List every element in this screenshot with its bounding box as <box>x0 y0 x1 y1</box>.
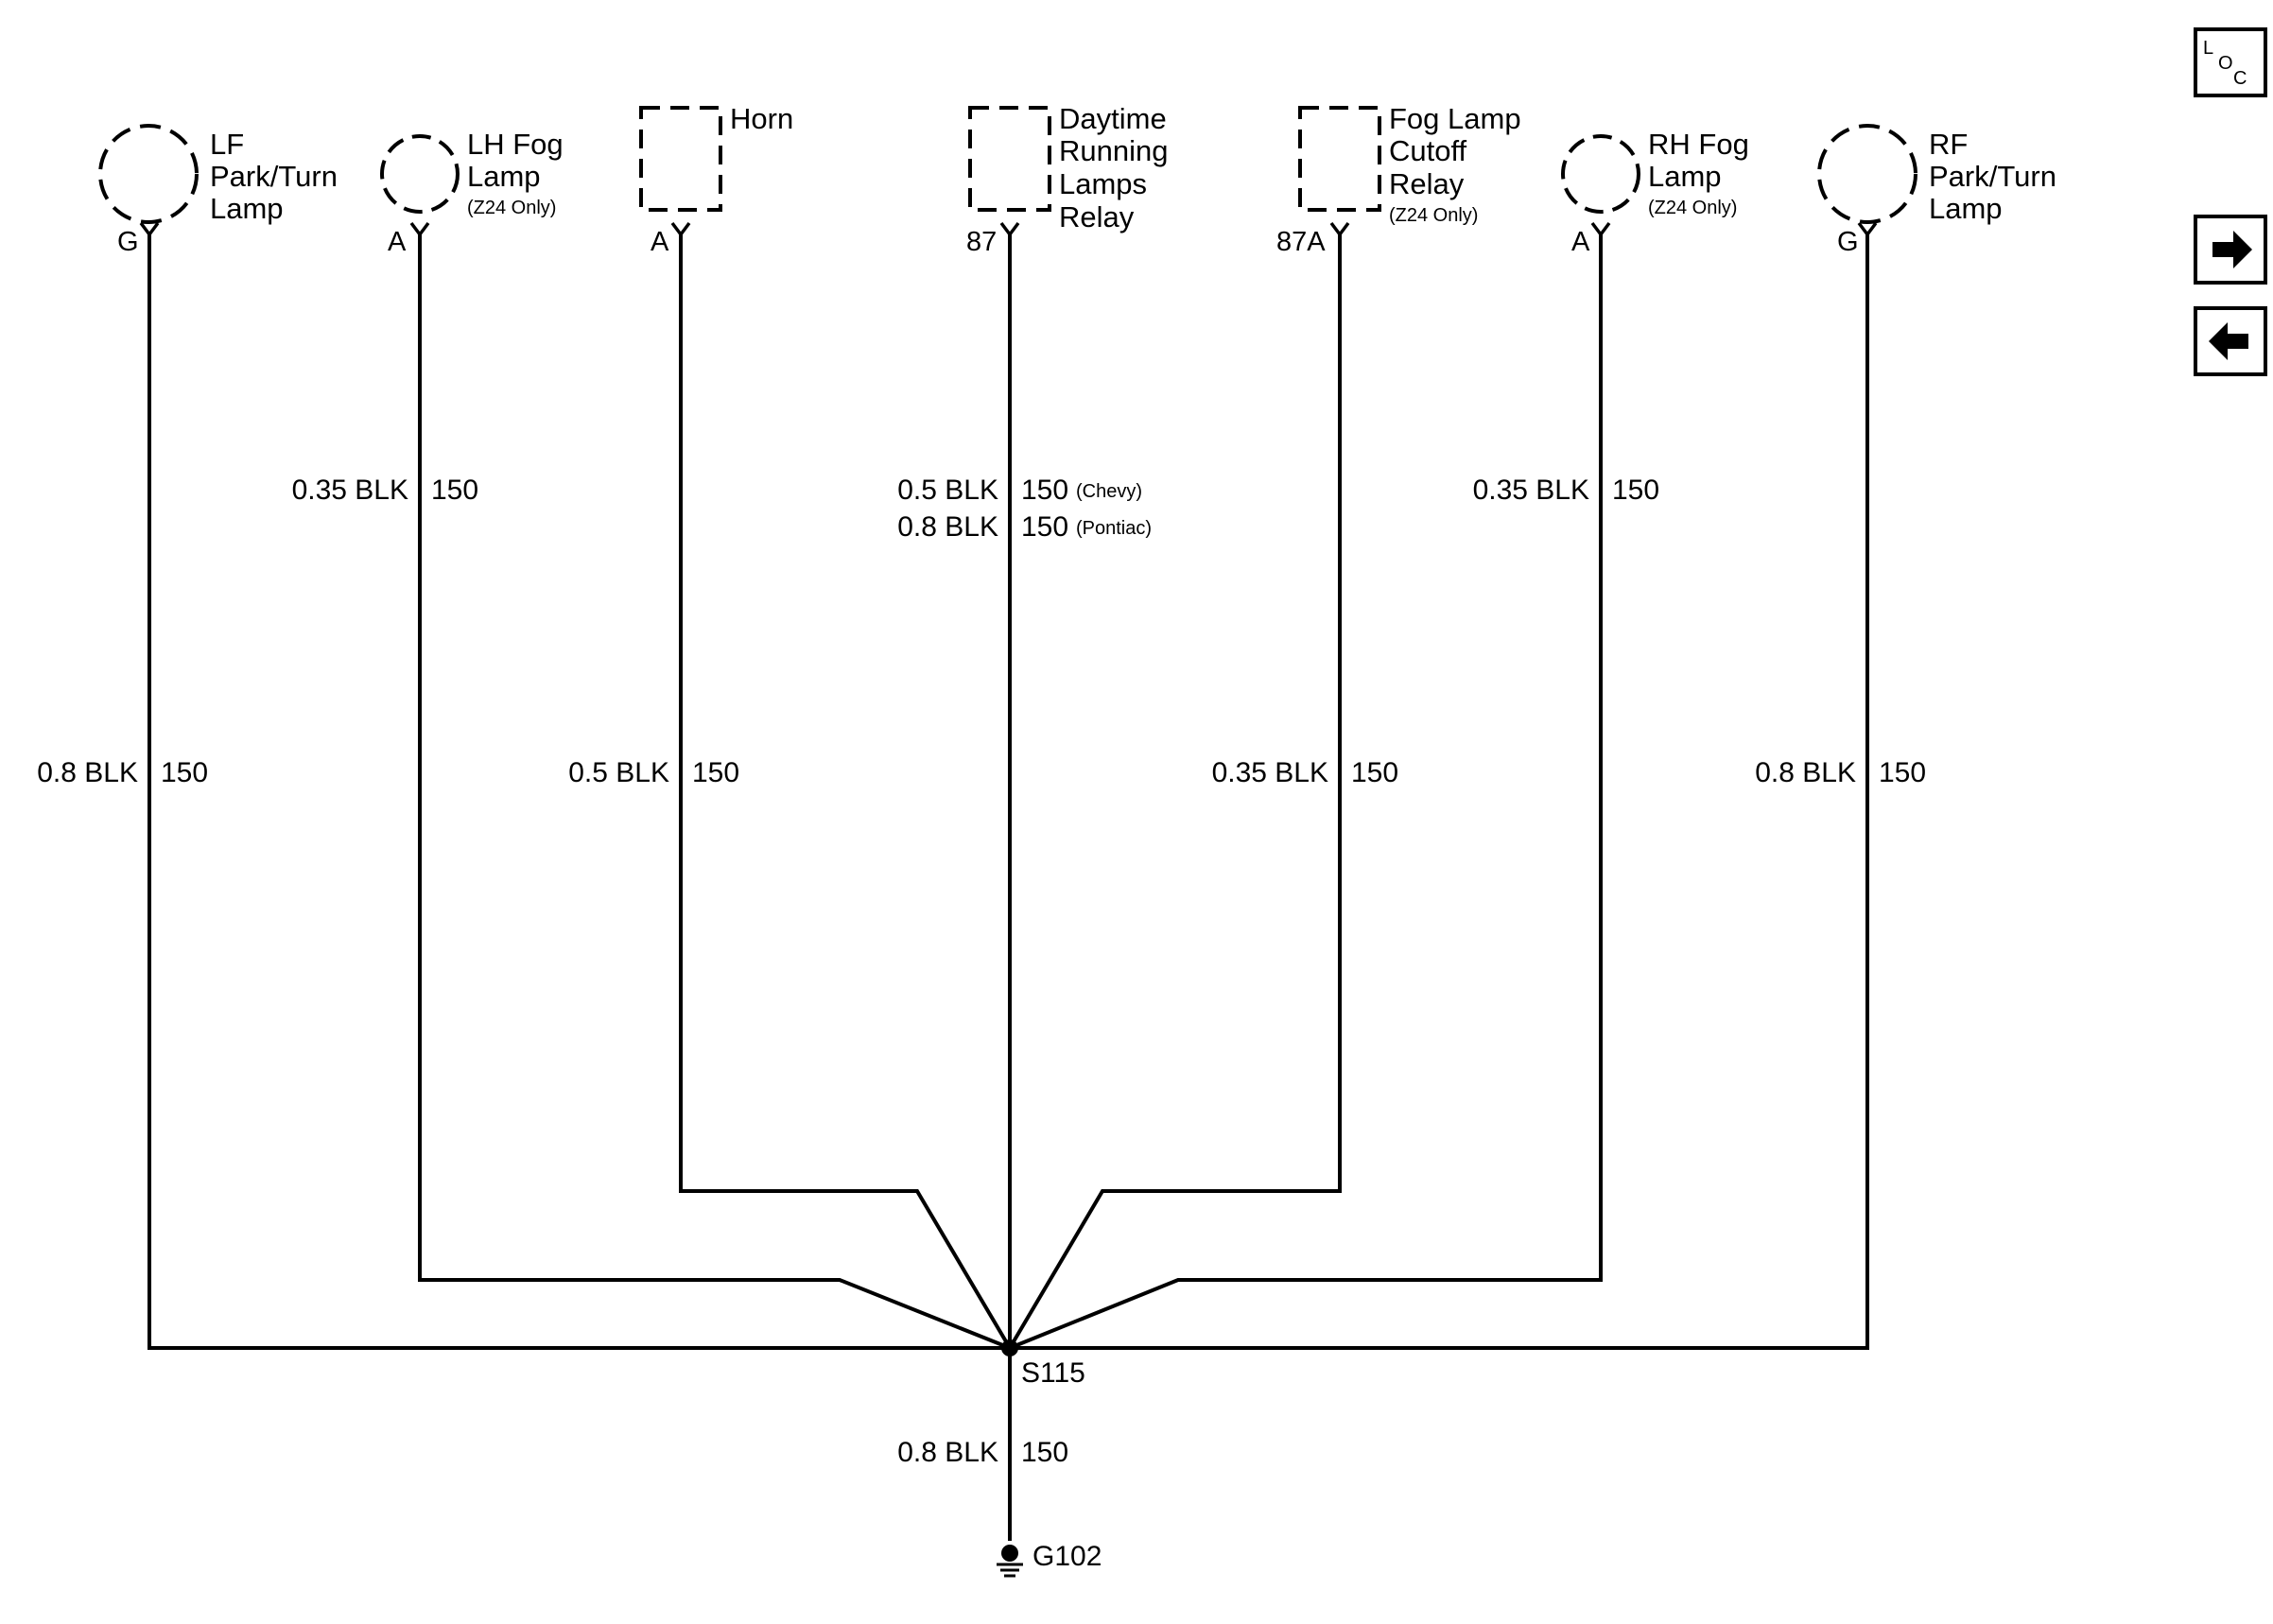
component-label-line: RH Fog <box>1648 128 1749 161</box>
wire-color-label: 0.35 BLK <box>1212 757 1328 788</box>
component-label-line: LF <box>210 128 244 161</box>
wire-circuit-label: 150 <box>161 757 208 788</box>
wire-color-label: 0.5 BLK <box>897 475 998 506</box>
fog-lamp-cutoff-relay: Fog Lamp Cutoff Relay (Z24 Only) 87A <box>1276 102 1521 257</box>
svg-text:L: L <box>2203 38 2213 59</box>
wire-rf <box>1010 234 1869 1350</box>
splice-s115: S115 <box>1001 1339 1085 1389</box>
wire-circuit-label: 150 <box>1879 757 1926 788</box>
wire-circuit-label: 150 <box>1021 475 1068 506</box>
component-box <box>639 106 722 212</box>
component-label-line: Lamps <box>1059 167 1147 200</box>
terminal-symbol <box>670 221 691 237</box>
wire-labels: 0.8 BLK 150 0.35 BLK 150 0.5 BLK 150 0.5… <box>37 475 1926 1468</box>
component-label-line: Horn <box>730 102 793 135</box>
wire-horn <box>679 234 1012 1350</box>
arrow-left-icon <box>2209 322 2248 360</box>
terminal-symbol <box>409 221 430 237</box>
arrow-right-icon <box>2212 231 2252 268</box>
component-label-line: Relay <box>1389 167 1465 200</box>
component-box <box>1298 106 1381 212</box>
connector-pin: G <box>117 227 139 257</box>
daytime-running-lamps-relay: Daytime Running Lamps Relay 87 <box>966 102 1168 257</box>
wire-color-label: 0.8 BLK <box>37 757 138 788</box>
component-label-line: Lamp <box>467 160 541 193</box>
component-label-line: Running <box>1059 134 1168 167</box>
svg-text:O: O <box>2218 53 2233 74</box>
ground-label: G102 <box>1032 1541 1102 1572</box>
wire-rh-fog <box>1009 234 1603 1350</box>
connector-pin: 87A <box>1276 227 1326 257</box>
wire-circuit-label: 150 <box>1021 1437 1068 1468</box>
terminal-symbol <box>999 221 1020 237</box>
wire-color-label: 0.8 BLK <box>897 1437 998 1468</box>
lh-fog-lamp: LH Fog Lamp (Z24 Only) A <box>380 128 564 257</box>
wire-lh-fog <box>418 234 1011 1350</box>
component-label-line: Park/Turn <box>210 160 338 193</box>
wire-paths <box>147 234 1869 1541</box>
wire-circuit-label: 150 <box>1021 511 1068 543</box>
connector-pin: 87 <box>966 227 997 257</box>
wire-color-label: 0.35 BLK <box>1473 475 1589 506</box>
terminal-symbol <box>1329 221 1350 237</box>
lamp-symbol <box>98 124 199 224</box>
wire-color-label: 0.5 BLK <box>568 757 669 788</box>
ground-icon <box>997 1545 1023 1578</box>
component-label-line: Lamp <box>1648 160 1722 193</box>
wire-circuit-label: 150 <box>1351 757 1398 788</box>
component-label-line: Lamp <box>1929 192 2003 225</box>
wire-color-label: 0.8 BLK <box>1755 757 1856 788</box>
connector-pin: G <box>1837 227 1859 257</box>
wire-variant-note: (Pontiac) <box>1076 518 1152 539</box>
lamp-symbol <box>1817 124 1917 224</box>
wire-color-label: 0.8 BLK <box>897 511 998 543</box>
terminal-symbol <box>139 221 160 237</box>
location-button[interactable]: L O C <box>2194 27 2267 97</box>
connector-pin: A <box>1571 227 1590 257</box>
lf-park-turn-lamp: LF Park/Turn Lamp G <box>98 124 338 257</box>
splice-label: S115 <box>1021 1357 1085 1389</box>
wire-variant-note: (Chevy) <box>1076 481 1142 502</box>
ground-g102: G102 <box>997 1541 1102 1578</box>
terminal-symbol <box>1857 221 1878 237</box>
wire-color-label: 0.35 BLK <box>292 475 408 506</box>
lamp-symbol <box>380 134 460 214</box>
component-label-line: LH Fog <box>467 128 564 161</box>
option-note: (Z24 Only) <box>1648 198 1737 218</box>
component-label-line: Lamp <box>210 192 284 225</box>
wire-circuit-label: 150 <box>1612 475 1659 506</box>
wire-fog-cutoff <box>1008 234 1342 1350</box>
wire-circuit-label: 150 <box>431 475 478 506</box>
component-label-line: Park/Turn <box>1929 160 2056 193</box>
terminal-symbol <box>1590 221 1611 237</box>
svg-text:C: C <box>2233 68 2247 89</box>
rh-fog-lamp: RH Fog Lamp (Z24 Only) A <box>1561 128 1749 257</box>
component-label-line: Fog Lamp <box>1389 102 1521 135</box>
connector-pin: A <box>388 227 407 257</box>
option-note: (Z24 Only) <box>467 198 556 218</box>
wire-lf <box>147 234 1010 1350</box>
rf-park-turn-lamp: RF Park/Turn Lamp G <box>1817 124 2056 257</box>
connector-pin: A <box>651 227 669 257</box>
horn: Horn A <box>639 102 793 257</box>
splice-dot <box>1001 1339 1018 1356</box>
next-page-button[interactable] <box>2194 215 2267 285</box>
lamp-symbol <box>1561 134 1640 214</box>
component-label-line: RF <box>1929 128 1968 161</box>
option-note: (Z24 Only) <box>1389 205 1478 226</box>
component-label-line: Daytime <box>1059 102 1167 135</box>
component-label-line: Relay <box>1059 200 1135 233</box>
component-label-line: Cutoff <box>1389 134 1467 167</box>
component-box <box>968 106 1051 212</box>
location-icon: L O C <box>2203 38 2247 89</box>
previous-page-button[interactable] <box>2194 306 2267 376</box>
wire-circuit-label: 150 <box>692 757 739 788</box>
